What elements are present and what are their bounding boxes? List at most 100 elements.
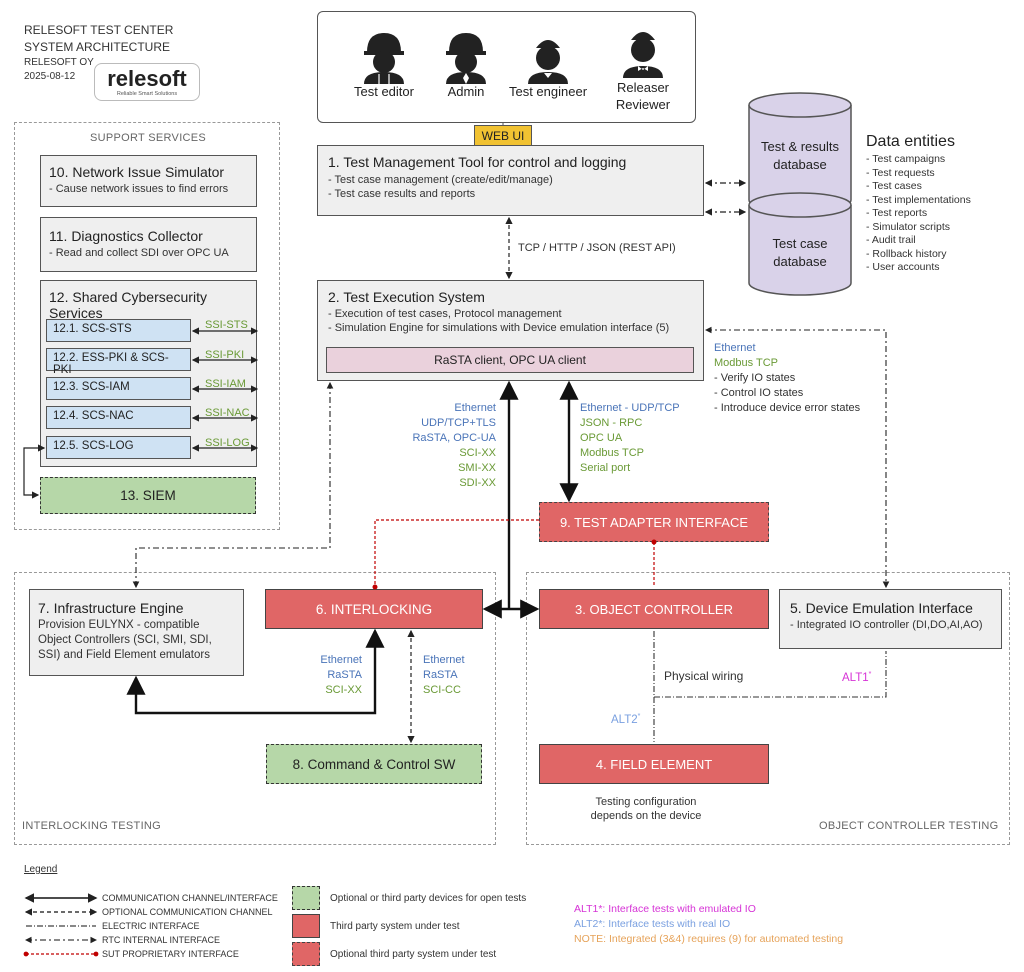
infrastructure-engine: 7. Infrastructure Engine Provision EULYN… xyxy=(29,589,244,676)
legend-line-label: SUT PROPRIETARY INTERFACE xyxy=(102,949,239,959)
alt1-label: ALT1* xyxy=(842,671,872,684)
proto-label: Ethernet xyxy=(454,402,496,414)
user-label-test-editor: Test editor xyxy=(354,84,414,99)
dei-title: 5. Device Emulation Interface xyxy=(790,600,973,616)
header-title-1: RELESOFT TEST CENTER xyxy=(24,23,174,37)
proto-label: RaSTA xyxy=(423,669,458,681)
legend-line-label: COMMUNICATION CHANNEL/INTERFACE xyxy=(102,893,278,903)
entity-item: - Test implementations xyxy=(866,193,971,206)
legend-notes: ALT1*: Interface tests with emulated IO … xyxy=(574,902,843,947)
legend-box-label: Third party system under test xyxy=(330,921,460,932)
note-prefix: ALT1* xyxy=(574,903,603,915)
data-entities: Data entities - Test campaigns - Test re… xyxy=(866,133,971,275)
proto-label: UDP/TCP+TLS xyxy=(421,417,496,429)
tmt-line-2: - Test case results and reports xyxy=(328,188,476,200)
scs-pki: 12.2. ESS-PKI & SCS-PKI xyxy=(46,348,191,376)
interlocking-testing-label: INTERLOCKING TESTING xyxy=(22,820,162,832)
proto-label: SCI-XX xyxy=(459,447,496,459)
legend-box-open xyxy=(292,886,320,910)
legend-note-integrated: NOTE: Integrated (3&4) requires (9) for … xyxy=(574,932,843,947)
dei-link-labels: Ethernet Modbus TCP - Verify IO states -… xyxy=(714,341,860,416)
legend-box-label: Optional or third party devices for open… xyxy=(330,893,527,904)
dei-item: - Introduce device error states xyxy=(714,402,861,414)
field-element: 4. FIELD ELEMENT xyxy=(539,744,769,784)
tes-left-protocols: Ethernet UDP/TCP+TLS RaSTA, OPC-UA SCI-X… xyxy=(404,401,496,491)
tes-line-2: - Simulation Engine for simulations with… xyxy=(328,322,670,334)
entity-item: - Audit trail xyxy=(866,234,916,246)
tmt-line-1: - Test case management (create/edit/mana… xyxy=(328,174,553,186)
proto-label: Ethernet xyxy=(320,654,362,666)
scs-nac: 12.4. SCS-NAC xyxy=(46,406,191,429)
object-controller-testing-label: OBJECT CONTROLLER TESTING xyxy=(819,820,999,832)
diag-sub: - Read and collect SDI over OPC UA xyxy=(49,247,229,259)
nis-sub: - Cause network issues to find errors xyxy=(49,183,229,195)
dei-item: - Control IO states xyxy=(714,387,804,399)
object-controller: 3. OBJECT CONTROLLER xyxy=(539,589,769,629)
network-issue-simulator: 10. Network Issue Simulator - Cause netw… xyxy=(40,155,257,207)
alt2-text: ALT2 xyxy=(611,713,638,726)
proto-label: RaSTA, OPC-UA xyxy=(412,432,496,444)
note-prefix: ALT2* xyxy=(574,918,603,930)
data-entities-title: Data entities xyxy=(866,133,955,150)
db-test-case-label: Test case database xyxy=(772,236,828,269)
proto-label: JSON - RPC xyxy=(580,417,643,429)
proto-label: SCI-CC xyxy=(423,684,461,696)
alt1-text: ALT1 xyxy=(842,671,869,684)
entity-item: - Simulator scripts xyxy=(866,220,951,233)
legend-line-label: OPTIONAL COMMUNICATION CHANNEL xyxy=(102,907,273,917)
entity-item: - Test campaigns xyxy=(866,153,946,165)
legend-line-label: RTC INTERNAL INTERFACE xyxy=(102,935,221,945)
web-ui-badge[interactable]: WEB UI xyxy=(474,125,532,147)
proto-label: SCI-XX xyxy=(325,684,362,696)
entity-item: - Test reports xyxy=(866,207,928,219)
command-control-sw: 8. Command & Control SW xyxy=(266,744,482,784)
il-right-protocols: Ethernet RaSTA SCI-CC xyxy=(423,653,465,698)
header-date: 2025-08-12 xyxy=(24,71,76,82)
scs-log-label: 12.5. SCS-LOG xyxy=(53,440,134,452)
legend-note-alt2: ALT2*: Interface tests with real IO xyxy=(574,917,843,932)
note-text: : Integrated (3&4) requires (9) for auto… xyxy=(603,933,844,945)
tmt-title: 1. Test Management Tool for control and … xyxy=(328,154,627,170)
ie-title: 7. Infrastructure Engine xyxy=(38,600,184,616)
ie-sub: Provision EULYNX - compatible Object Con… xyxy=(38,619,212,661)
scs-title: 12. Shared Cybersecurity Services xyxy=(49,289,207,321)
scs-log: 12.5. SCS-LOG xyxy=(46,436,191,459)
alt2-label: ALT2* xyxy=(611,713,641,726)
note-text: : Interface tests with real IO xyxy=(602,918,731,930)
proto-label: OPC UA xyxy=(580,432,623,444)
scs-sts-label: 12.1. SCS-STS xyxy=(53,323,132,335)
legend-box-sut xyxy=(292,914,320,938)
entity-item: - Rollback history xyxy=(866,247,947,260)
legend-box-label: Optional third party system under test xyxy=(330,949,497,960)
legend-box-optional-sut xyxy=(292,942,320,966)
test-management-tool: 1. Test Management Tool for control and … xyxy=(317,145,704,216)
support-services-label: SUPPORT SERVICES xyxy=(90,132,207,144)
tes-title: 2. Test Execution System xyxy=(328,289,485,305)
note-text: : Interface tests with emulated IO xyxy=(602,903,756,915)
ssi-pki-label: SSI-PKI xyxy=(205,349,245,361)
legend-line-label: ELECTRIC INTERFACE xyxy=(102,921,200,931)
logo-name: relesoft xyxy=(107,66,187,91)
proto-label: SDI-XX xyxy=(459,477,496,489)
siem: 13. SIEM xyxy=(40,477,256,514)
il-left-protocols: Ethernet RaSTA SCI-XX xyxy=(300,653,362,698)
diagnostics-collector: 11. Diagnostics Collector - Read and col… xyxy=(40,217,257,272)
test-adapter-interface: 9. TEST ADAPTER INTERFACE xyxy=(539,502,769,542)
scs-pki-label: 12.2. ESS-PKI & SCS-PKI xyxy=(53,352,169,376)
scs-iam: 12.3. SCS-IAM xyxy=(46,377,191,400)
logo-tagline: Reliable Smart Solutions xyxy=(116,91,178,97)
interlocking: 6. INTERLOCKING xyxy=(265,589,483,629)
proto-label: Modbus TCP xyxy=(580,447,644,459)
user-label-releaser-reviewer: Releaser Reviewer xyxy=(615,80,671,112)
proto-label: Ethernet xyxy=(423,654,465,666)
proto-label: SMI-XX xyxy=(458,462,496,474)
header-company: RELESOFT OY xyxy=(24,57,94,68)
nis-title: 10. Network Issue Simulator xyxy=(49,164,225,180)
user-label-admin: Admin xyxy=(447,84,485,99)
rest-api-label: TCP / HTTP / JSON (REST API) xyxy=(518,242,676,254)
relesoft-logo: relesoft Reliable Smart Solutions xyxy=(94,63,200,101)
legend-title: Legend xyxy=(24,864,58,875)
db-test-results-label: Test & results database xyxy=(760,139,840,172)
testing-config-label: Testing configuration depends on the dev… xyxy=(590,796,702,822)
proto-label: Serial port xyxy=(580,462,631,474)
